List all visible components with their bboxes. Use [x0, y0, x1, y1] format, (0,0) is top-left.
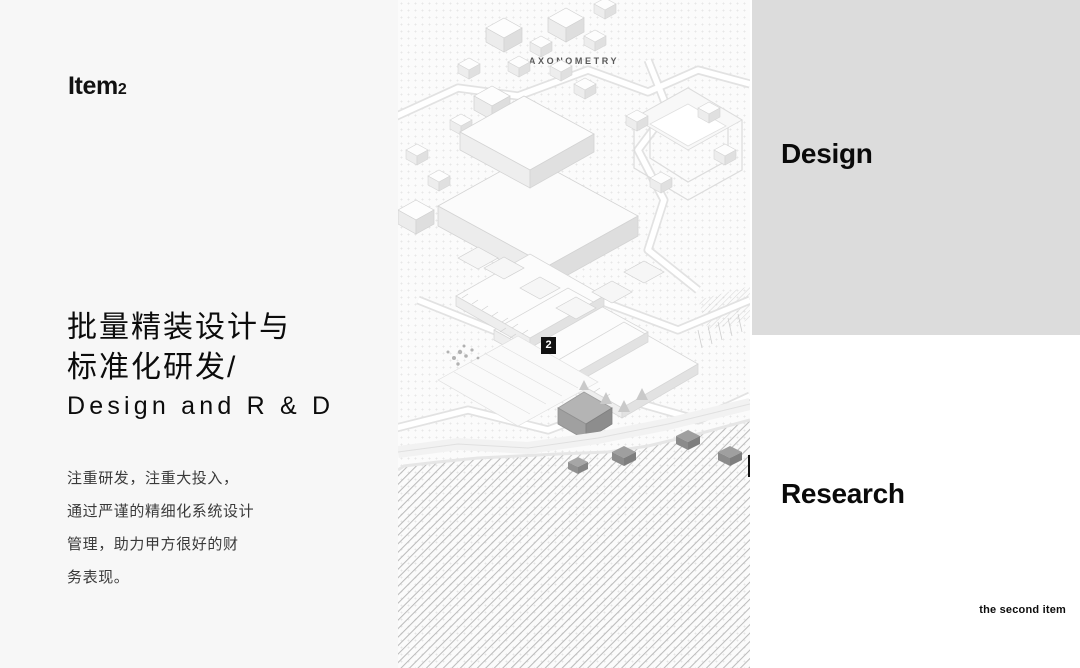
design-heading: Design [781, 138, 873, 169]
axonometric-illustration [398, 0, 750, 668]
item-label: Item2 [68, 74, 127, 99]
design-panel [752, 0, 1080, 335]
axonometric-drawing-panel: AXONOMETRY [398, 0, 750, 668]
drawing-caption: AXONOMETRY [528, 56, 620, 66]
left-text-column: Item2 批量精装设计与 标准化研发/ Design and R & D 注重… [0, 0, 398, 668]
title-english: Design and R & D [67, 392, 335, 420]
title-chinese: 批量精装设计与 标准化研发/ [67, 311, 291, 384]
body-paragraph: 注重研发，注重大投入， 通过严谨的精细化系统设计 管理，助力甲方很好的财 务表现… [67, 470, 255, 586]
item-label-text: Item [68, 72, 118, 100]
item-number: 2 [117, 81, 127, 98]
footer-note: the second item [979, 604, 1066, 616]
edge-tick-marker [748, 455, 750, 477]
title-block: 批量精装设计与 标准化研发/ Design and R & D [67, 308, 377, 423]
map-marker-2: 2 [541, 337, 556, 354]
research-heading: Research [781, 478, 905, 509]
